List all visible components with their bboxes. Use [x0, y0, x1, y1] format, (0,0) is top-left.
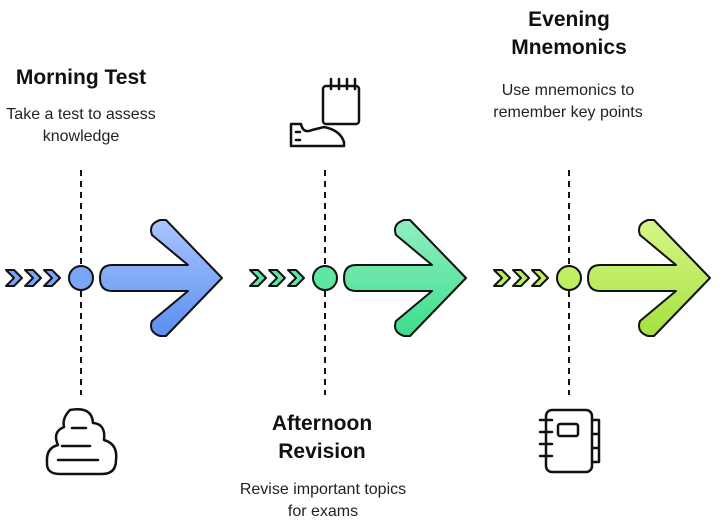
stage-marker-dot: [312, 265, 338, 291]
arrow-right-icon: [587, 219, 711, 337]
stage-description-morning: Take a test to assess knowledge: [6, 106, 156, 145]
stage-marker-dot: [556, 265, 582, 291]
stage-afternoon-revision: [249, 170, 467, 395]
chevrons-icon: [493, 269, 549, 287]
notebook-icon: [538, 408, 601, 474]
arrow-right-icon: [343, 219, 467, 337]
notepad-and-shoe-icon: [289, 77, 361, 148]
stage-description-afternoon: Revise important topics for exams: [239, 481, 407, 520]
stage-description-evening: Use mnemonics to remember key points: [493, 82, 643, 121]
stage-marker-dot: [68, 265, 94, 291]
stage-title-evening: Evening Mnemonics: [511, 8, 627, 59]
stage-title-afternoon: Afternoon Revision: [271, 412, 373, 463]
stage-evening-mnemonics: [493, 170, 711, 395]
chevrons-icon: [5, 269, 61, 287]
poop-pile-icon: [45, 408, 118, 476]
chevrons-icon: [249, 269, 305, 287]
stage-morning-test: [5, 170, 223, 395]
stage-title-morning: Morning Test: [15, 66, 147, 89]
arrow-right-icon: [99, 219, 223, 337]
